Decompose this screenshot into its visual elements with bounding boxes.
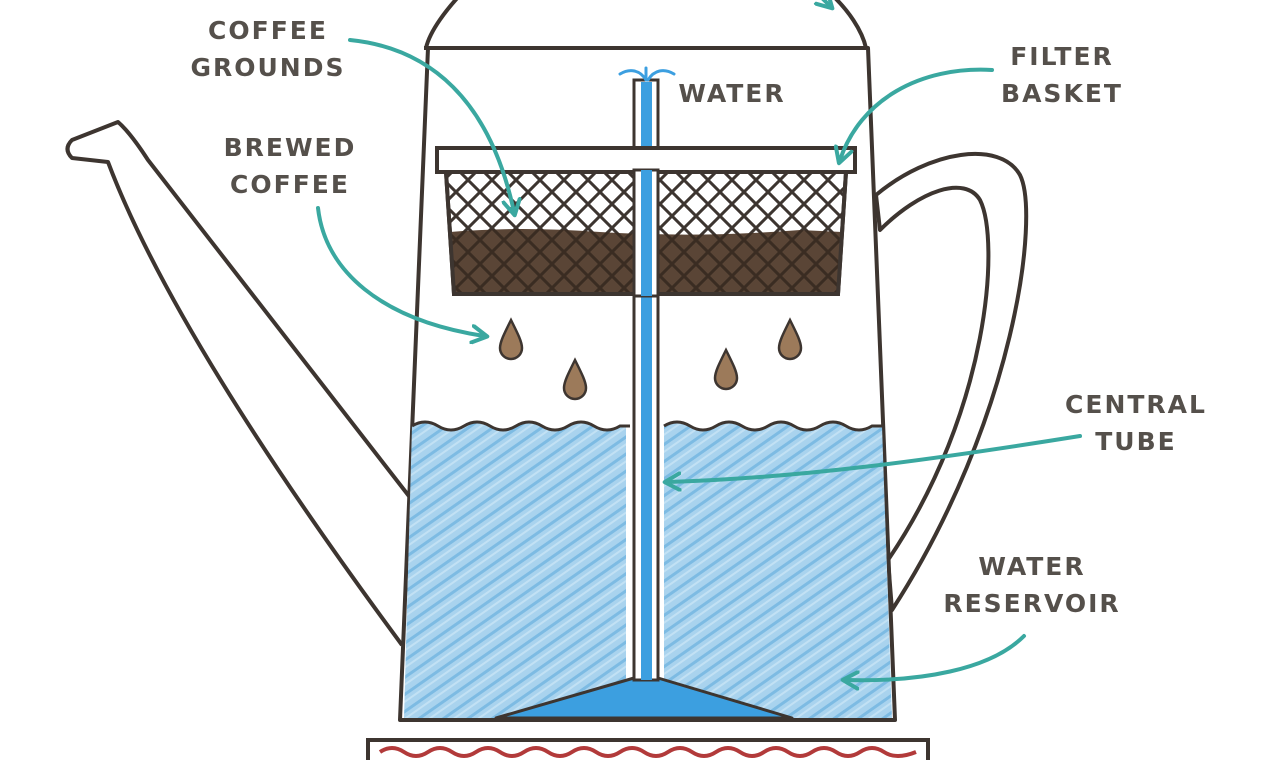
label-brewed-coffee: BREWED COFFEE [223, 133, 357, 199]
label-water-reservoir: WATER RESERVOIR [943, 552, 1121, 618]
coffee-drop [498, 317, 524, 361]
label-filter-basket: FILTER BASKET [1001, 42, 1123, 108]
filter-basket-rim [435, 146, 857, 174]
arrow-filter-basket [840, 67, 994, 160]
coffee-drop [713, 347, 739, 391]
pot-handle [874, 152, 1029, 612]
pot-lid [424, 0, 868, 50]
coffee-drops [498, 317, 803, 401]
water-fill [404, 422, 626, 718]
arrow-central-tube [668, 434, 1082, 482]
arrow-coffee-grounds [348, 38, 514, 212]
heating-element [366, 738, 930, 760]
water-spray [618, 66, 676, 82]
label-central-tube: CENTRAL TUBE [1065, 390, 1207, 456]
arrow-water-reservoir [846, 634, 1026, 680]
coffee-drop [562, 357, 588, 401]
label-coffee-grounds: COFFEE GROUNDS [190, 16, 346, 82]
arrow-brewed-coffee [316, 206, 484, 336]
coffee-drop [777, 317, 803, 361]
label-water: WATER [678, 79, 786, 108]
arrow-lid [818, 0, 830, 6]
pot-spout [65, 120, 414, 647]
